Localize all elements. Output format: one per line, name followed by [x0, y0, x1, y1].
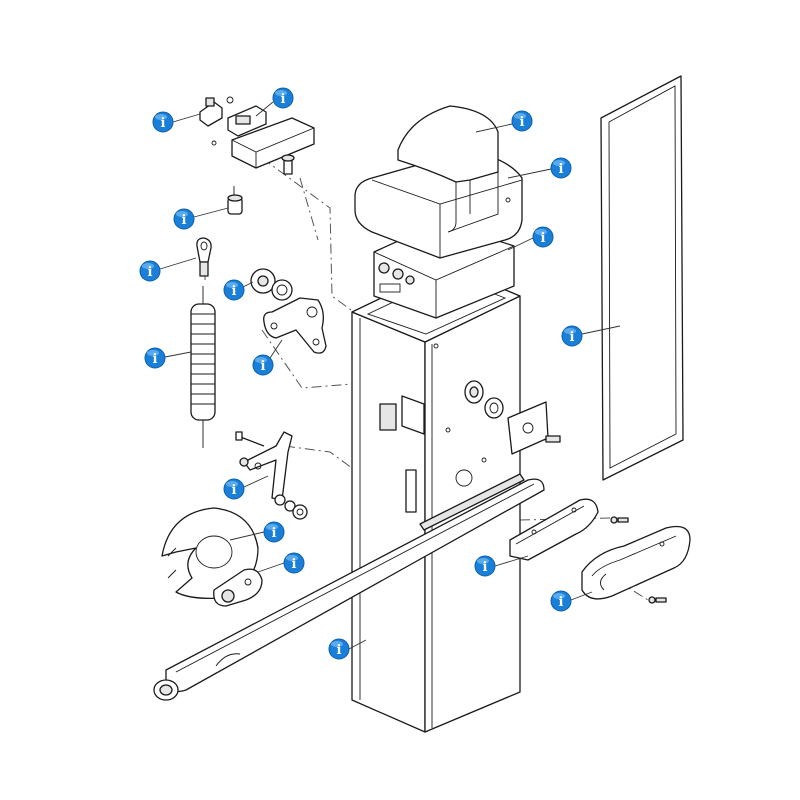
hotspots: i i i i i i i i	[139, 87, 583, 660]
info-glyph: i	[232, 483, 237, 498]
info-icon[interactable]: i	[223, 279, 245, 301]
pivot-rod-assembly[interactable]	[235, 431, 308, 520]
info-glyph: i	[337, 643, 342, 658]
info-icon[interactable]: i	[173, 208, 195, 230]
motor-cover[interactable]	[354, 105, 523, 259]
info-glyph: i	[559, 595, 564, 610]
info-icon[interactable]: i	[511, 110, 533, 132]
info-icon[interactable]: i	[283, 552, 305, 574]
info-icon[interactable]: i	[139, 260, 161, 282]
cover-side[interactable]	[600, 75, 684, 481]
info-icon[interactable]: i	[252, 354, 274, 376]
transmission-lever[interactable]	[263, 297, 327, 354]
info-glyph: i	[541, 231, 546, 246]
info-icon[interactable]: i	[532, 226, 554, 248]
boom-holder-cover[interactable]	[581, 525, 691, 604]
limit-switch-assembly[interactable]	[199, 96, 267, 146]
info-icon[interactable]: i	[152, 111, 174, 133]
info-glyph: i	[153, 352, 158, 367]
info-icon[interactable]: i	[272, 87, 294, 109]
info-glyph: i	[261, 359, 266, 374]
info-glyph: i	[161, 116, 166, 131]
info-glyph: i	[182, 213, 187, 228]
spring-adjuster[interactable]	[227, 186, 243, 215]
info-glyph: i	[483, 560, 488, 575]
info-icon[interactable]: i	[263, 521, 285, 543]
leader-lines	[159, 101, 621, 650]
info-glyph: i	[281, 92, 286, 107]
info-glyph: i	[148, 265, 153, 280]
arm-clamp[interactable]	[213, 568, 263, 607]
info-glyph: i	[520, 115, 525, 130]
lever-washer[interactable]	[250, 268, 293, 301]
boom-arm	[153, 473, 545, 701]
info-icon[interactable]: i	[474, 555, 496, 577]
info-icon[interactable]: i	[550, 157, 572, 179]
boom-flange	[464, 380, 561, 455]
info-icon[interactable]: i	[223, 478, 245, 500]
info-glyph: i	[570, 330, 575, 345]
info-icon[interactable]: i	[550, 590, 572, 612]
info-icon[interactable]: i	[144, 347, 166, 369]
boom-holder-bracket[interactable]	[509, 498, 629, 561]
info-glyph: i	[232, 284, 237, 299]
info-glyph: i	[292, 557, 297, 572]
info-glyph: i	[272, 526, 277, 541]
info-icon[interactable]: i	[328, 638, 350, 660]
spring-rod-end[interactable]	[196, 237, 212, 277]
info-glyph: i	[559, 162, 564, 177]
inspection-door[interactable]	[401, 395, 425, 435]
info-icon[interactable]: i	[561, 325, 583, 347]
balance-spring[interactable]	[190, 286, 216, 448]
switch-mounting-plate[interactable]	[231, 117, 315, 175]
